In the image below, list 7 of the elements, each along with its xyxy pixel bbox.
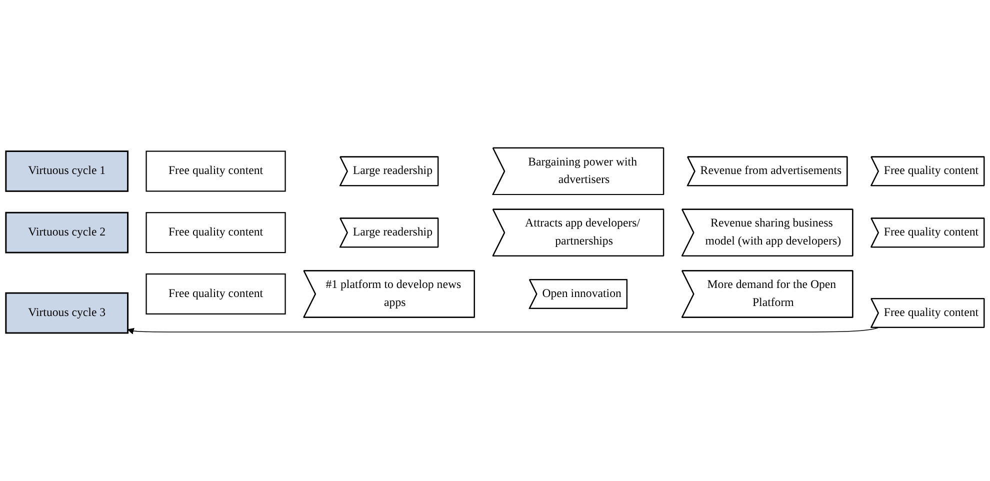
node-box: Free quality content	[146, 274, 286, 315]
node-box: Virtuous cycle 1	[5, 150, 129, 192]
arrow	[128, 327, 879, 334]
node-box: Free quality content	[146, 212, 286, 254]
node-box: Free quality content	[146, 150, 286, 192]
node-box: Virtuous cycle 3	[5, 292, 129, 334]
node-box: Virtuous cycle 2	[5, 212, 129, 254]
